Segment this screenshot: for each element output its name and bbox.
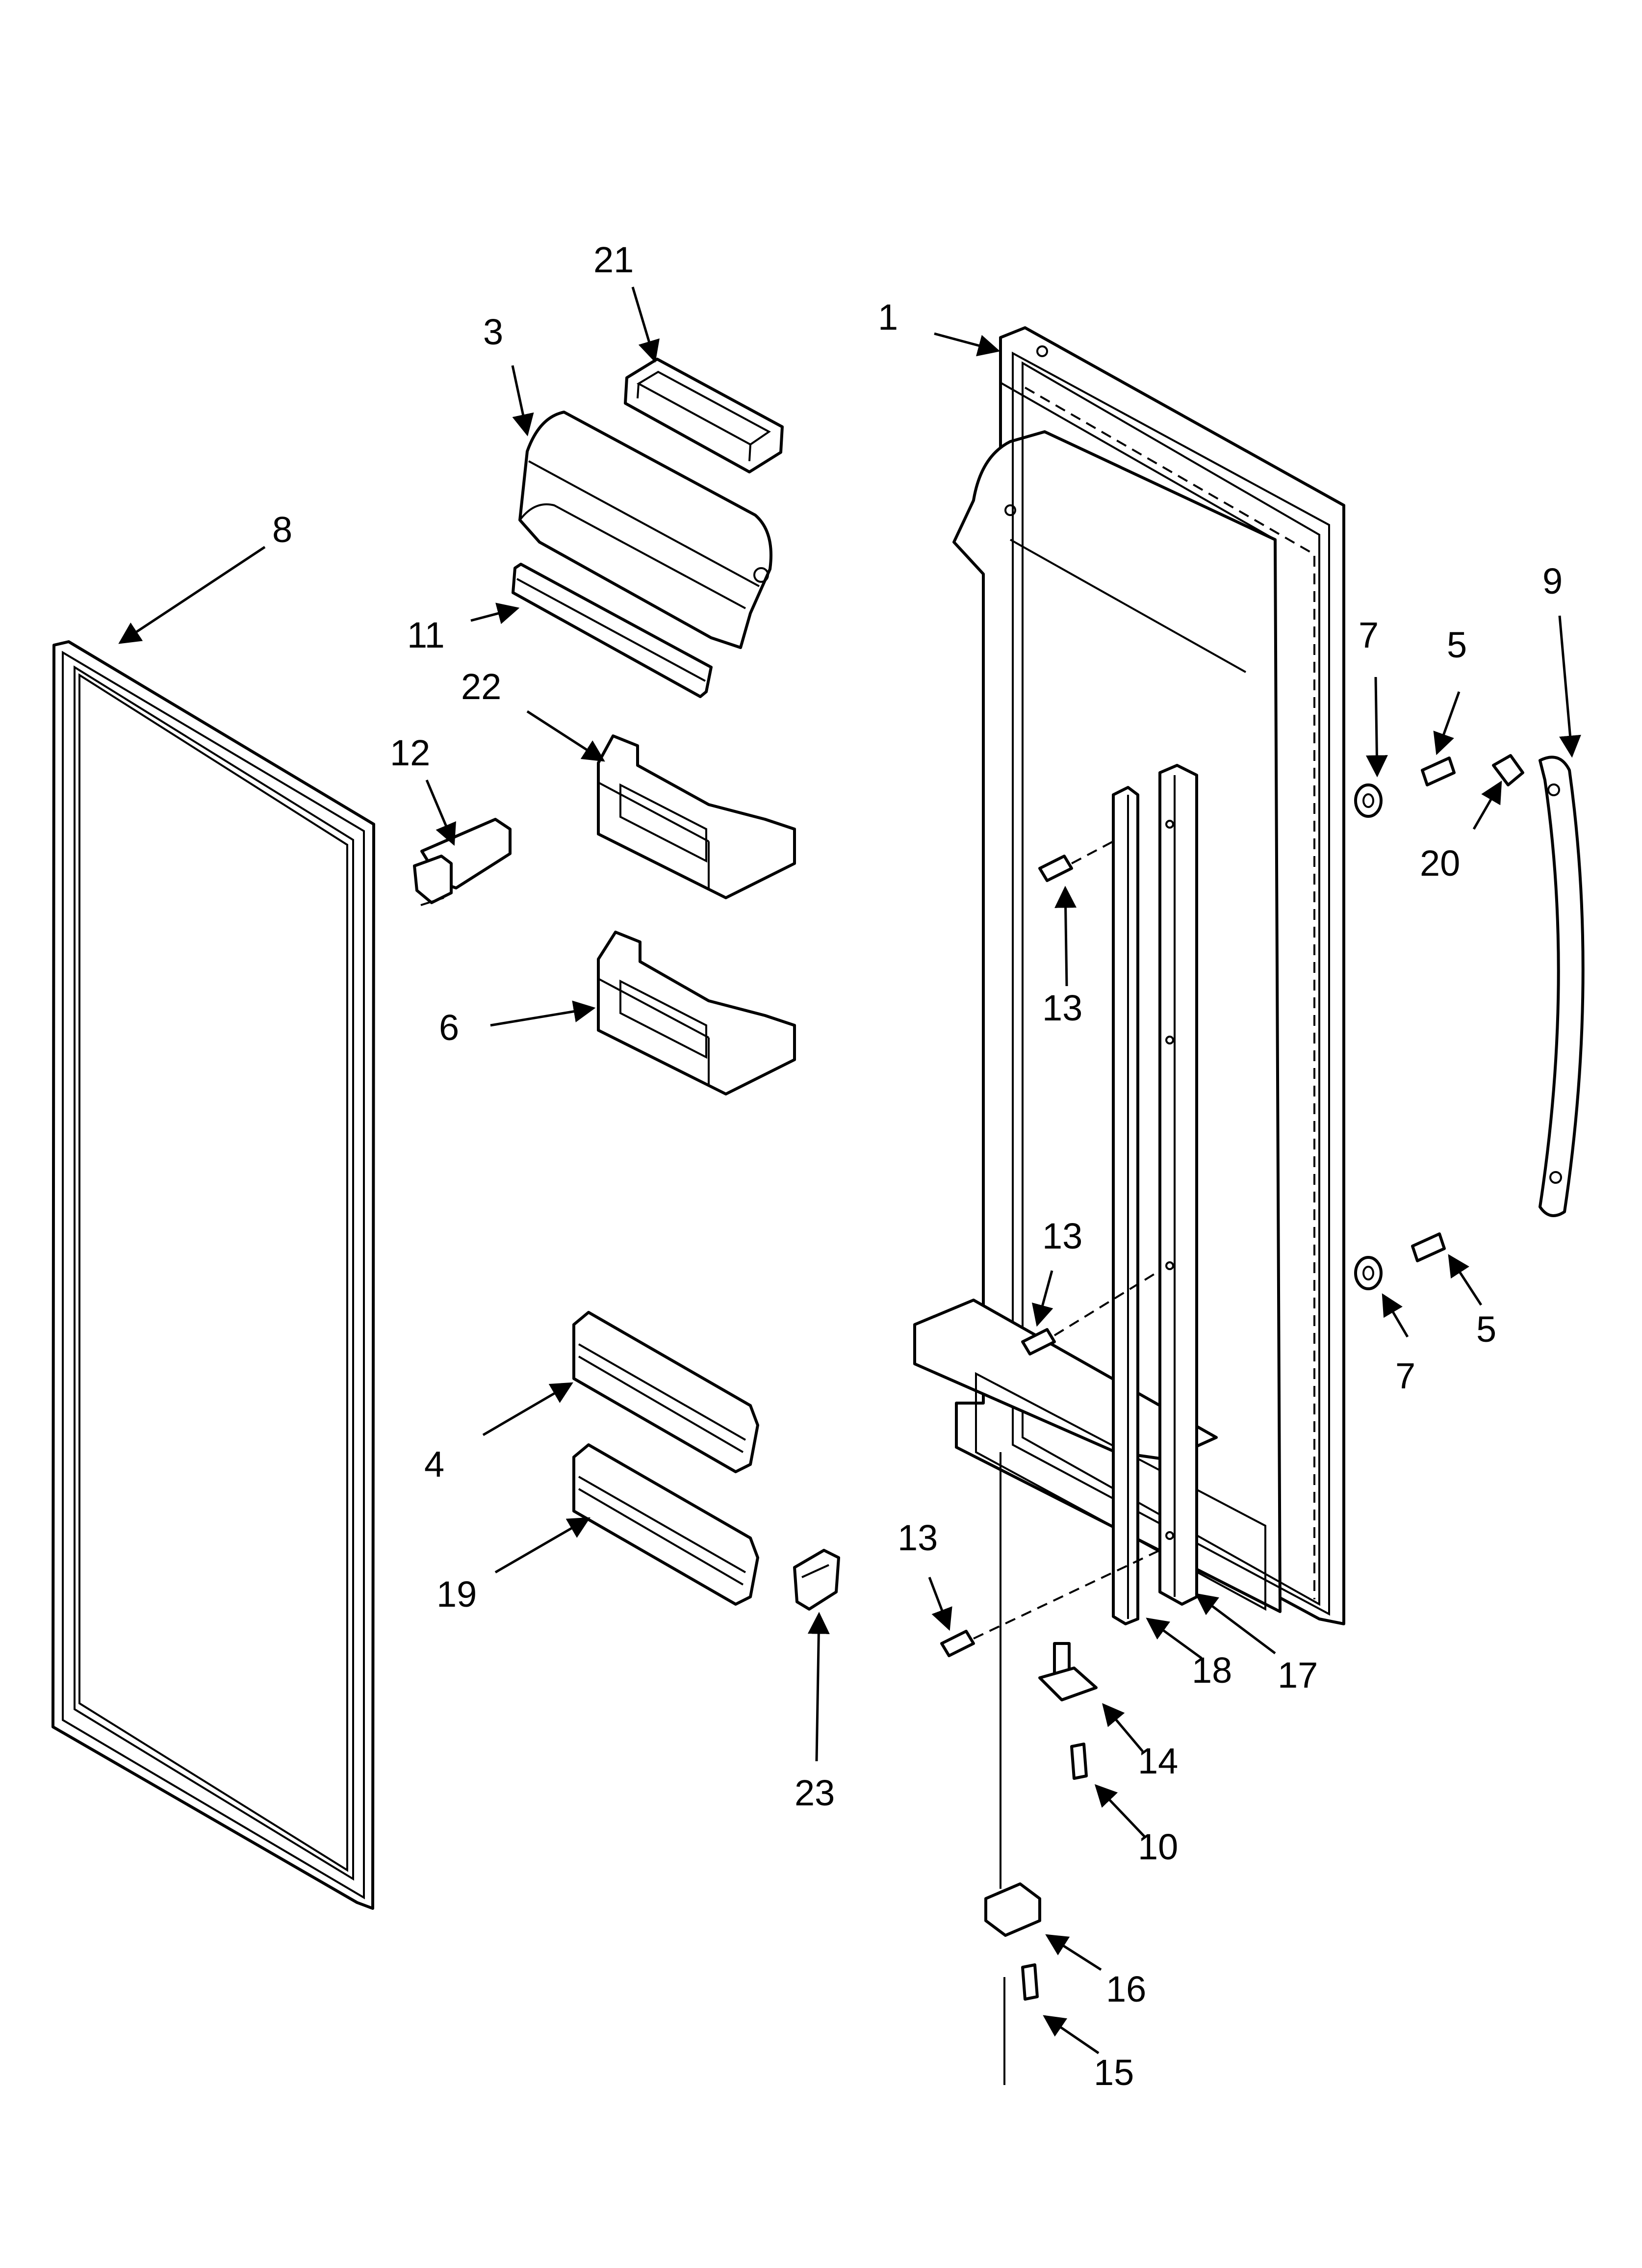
callout-14: 14 <box>1138 1741 1178 1781</box>
callout-13-top: 13 <box>1042 988 1082 1028</box>
callout-19: 19 <box>436 1574 477 1615</box>
upper-screw-part <box>1421 756 1456 786</box>
lower-shelf-bar-part <box>572 1443 759 1606</box>
callout-20: 20 <box>1420 843 1460 884</box>
handle-screw-part <box>1492 754 1524 786</box>
lower-spacer-part <box>1354 1256 1383 1290</box>
small-tray-part <box>624 358 784 473</box>
callout-21: 21 <box>593 239 634 280</box>
callout-labels: 1 3 4 5 5 6 7 7 8 9 10 11 12 13 13 13 14… <box>272 239 1563 2093</box>
callout-13-middle: 13 <box>1042 1216 1082 1256</box>
callout-7-upper: 7 <box>1359 615 1379 655</box>
callout-18: 18 <box>1192 1650 1232 1691</box>
callout-10: 10 <box>1138 1826 1178 1867</box>
callout-13-bottom: 13 <box>898 1517 938 1558</box>
callout-4: 4 <box>424 1444 444 1485</box>
callout-16: 16 <box>1106 1969 1146 2009</box>
callout-8: 8 <box>272 509 292 550</box>
callout-6: 6 <box>439 1007 459 1048</box>
callout-1: 1 <box>878 297 898 338</box>
callout-5-lower: 5 <box>1476 1309 1496 1350</box>
callout-17: 17 <box>1278 1655 1318 1695</box>
door-handle-part <box>1539 756 1585 1217</box>
lower-hinge-part <box>984 1882 1041 1937</box>
end-clip-part <box>793 1549 840 1611</box>
callout-5-upper: 5 <box>1447 625 1467 665</box>
callout-7-lower: 7 <box>1395 1356 1415 1396</box>
door-gasket-part <box>51 640 375 1910</box>
callout-3: 3 <box>483 312 503 352</box>
callout-22: 22 <box>461 666 501 707</box>
upper-door-bin-part <box>597 734 796 899</box>
rail-screw-middle-part <box>1021 1328 1056 1356</box>
lower-hinge-screw-part <box>1021 1963 1039 2001</box>
lower-screw-part <box>1411 1232 1446 1262</box>
rail-screw-bottom-part <box>940 1630 975 1657</box>
lower-door-bin-part <box>597 931 796 1095</box>
callout-23: 23 <box>795 1773 835 1813</box>
callout-11: 11 <box>407 615 445 655</box>
outer-rail-part <box>1158 764 1198 1606</box>
upper-shelf-bar-part <box>572 1311 759 1473</box>
leader-lines <box>118 287 1581 2055</box>
inner-rail-part <box>1112 786 1139 1625</box>
callout-9: 9 <box>1542 561 1563 601</box>
callout-12: 12 <box>390 732 430 773</box>
trim-strip-part <box>512 563 713 698</box>
upper-spacer-part <box>1354 783 1383 818</box>
callout-15: 15 <box>1094 2052 1134 2093</box>
bin-clip-part <box>413 818 512 906</box>
dairy-door-part <box>518 411 772 649</box>
rail-screw-top-part <box>1038 855 1073 882</box>
hinge-pin-part <box>1038 1642 1098 1701</box>
hinge-screw-part <box>1070 1743 1088 1780</box>
